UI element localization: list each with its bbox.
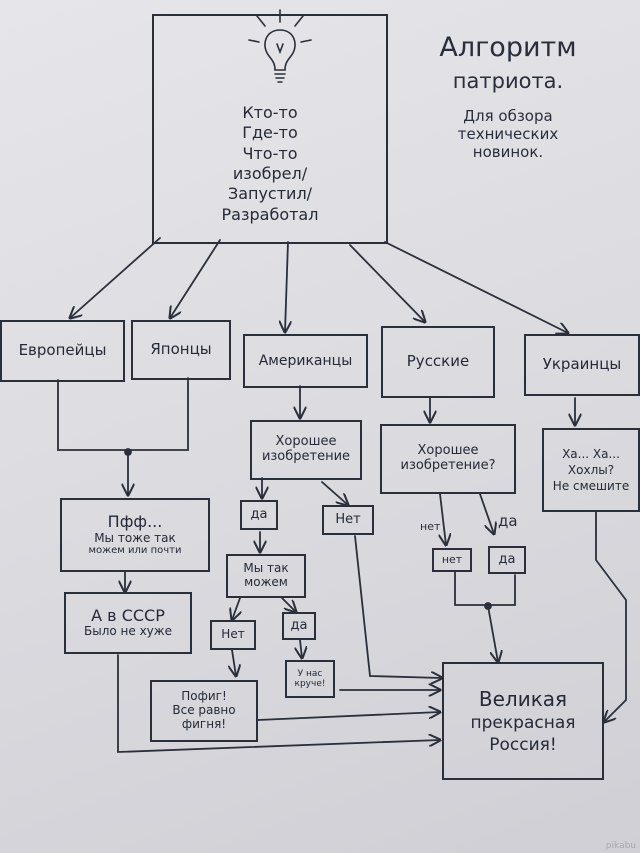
ussr-line-1: А в СССР [91,605,165,625]
edge-rq-no [440,493,446,545]
node-american-whatever: Пофиг! Все равно фигня! [150,680,258,742]
node-american-can-no: Нет [210,620,256,650]
result-line-2: прекрасная [470,712,576,733]
russian-yes-edge-label: да [498,512,518,530]
watermark: pikabu [605,841,636,851]
edge-root-japanese [170,239,221,318]
russian-question-line-1: Хорошее [417,443,479,459]
node-american-yes: да [240,500,278,530]
node-ukrainians: Украинцы [524,334,640,396]
american-yes-label: да [250,506,268,522]
american-question-line-2: изобретение [261,449,351,464]
american-can-yes-label: да [290,617,308,633]
result-line-3: Россия! [489,735,557,755]
japanese-label: Японцы [150,340,212,359]
lightbulb-icon [248,9,312,83]
american-whatever-line-2: Все равно [172,703,236,718]
pff-line-1: Пфф... [107,512,163,532]
root-line-6: Разработал [221,204,319,224]
node-ussr: А в СССР Было не хуже [64,592,192,654]
edge-yes-better [300,639,302,658]
edge-root-ukrainians [384,241,568,333]
edge-haha-result [595,511,627,722]
root-line-3: Что-то [242,143,298,163]
node-american-better: У нас круче! [285,660,335,698]
root-line-2: Где-то [242,123,298,143]
edge-rq-yes [479,493,494,534]
american-whatever-line-3: фигня! [181,716,227,731]
node-americans: Американцы [243,334,368,388]
russian-no-edge-label: нет [420,520,441,533]
node-russians: Русские [381,326,495,398]
russian-yes-label: да [498,551,516,567]
node-result: Великая прекрасная Россия! [442,662,604,780]
ukrainian-haha-line-1: Ха... Ха... [562,446,620,461]
edge-can-yes [281,597,296,612]
title-line-1: Алгоритм [439,32,577,63]
node-russian-no: нет [432,548,472,572]
root-line-5: Запустил/ [227,184,313,204]
subtitle-line-2: технических [457,125,559,143]
edge-question-no [321,481,348,505]
node-russian-question: Хорошее изобретение? [380,424,516,494]
subtitle-line-3: новинок. [472,143,544,161]
edge-europeans-merge [57,377,189,451]
root-line-1: Кто-то [242,102,298,122]
node-american-question: Хорошее изобретение [250,420,362,480]
american-no-label: Нет [335,511,361,527]
ukrainian-haha-line-2: Хохлы? [567,462,615,477]
node-ukrainian-haha: Ха... Ха... Хохлы? Не смешите [542,428,640,512]
node-japanese: Японцы [131,320,231,380]
node-american-no: Нет [322,505,374,535]
american-can-no-label: Нет [221,627,245,642]
edge-no-whatever [232,649,236,676]
root-line-4: изобрел/ [232,164,308,183]
merge-dot [124,448,132,456]
edge-can-no [232,597,240,620]
edge-root-russians [349,244,425,322]
node-europeans: Европейцы [0,320,125,382]
ukrainians-label: Украинцы [542,355,622,374]
pff-line-2: Мы тоже так [94,530,176,545]
russian-no-label: нет [441,552,463,566]
ukrainian-haha-line-3: Не смешите [552,479,630,494]
title-line-2: патриота. [452,69,564,93]
edge-no-result [354,535,442,678]
american-better-line-2: круче! [294,679,326,689]
node-american-can-yes: да [282,612,316,640]
edge-russian-merge [454,571,516,606]
american-whatever-line-1: Пофиг! [181,689,227,704]
edge-whatever-result [257,712,440,721]
edge-ussr-result [117,654,440,753]
subtitle-line-1: Для обзора [463,107,553,125]
europeans-label: Европейцы [18,341,107,360]
russians-label: Русские [406,352,470,371]
pff-line-3: можем или почти [88,545,182,557]
edge-russian-result [487,605,498,662]
node-pff: Пфф... Мы тоже так можем или почти [60,498,210,572]
node-russian-yes: да [488,546,526,574]
edge-root-europeans [70,237,161,318]
americans-label: Американцы [258,352,353,369]
american-question-line-1: Хорошее [275,434,337,450]
edge-root-americans [285,241,288,332]
node-american-can: Мы так можем [226,554,306,598]
american-can-line-2: можем [244,575,288,589]
root-node: Кто-то Где-то Что-то изобрел/ Запустил/ … [152,14,388,244]
ussr-line-2: Было не хуже [84,624,172,639]
diagram-title: Алгоритм патриота. Для обзора технически… [418,32,598,161]
american-better-line-1: У нас [297,668,323,679]
result-line-1: Великая [478,686,568,711]
american-can-line-1: Мы так [243,561,289,576]
russian-question-line-2: изобретение? [400,458,496,473]
